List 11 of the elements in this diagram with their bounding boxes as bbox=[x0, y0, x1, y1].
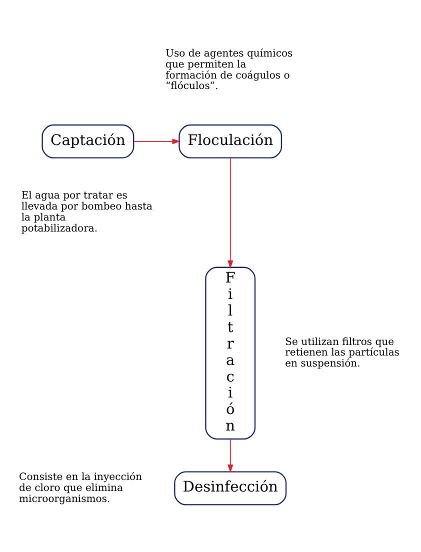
node-label: El agua por tratar es llevada por bombeo hasta la planta potabilizadora. bbox=[21, 190, 153, 234]
node-box: Filtración bbox=[205, 266, 256, 440]
node-box: Captación bbox=[42, 124, 134, 158]
node-box: Floculación bbox=[178, 124, 282, 158]
arrow bbox=[227, 157, 234, 268]
node-label: Consiste en la inyección de cloro que elimina microorganismos. bbox=[19, 471, 142, 504]
arrow bbox=[227, 438, 234, 472]
node-label: Se utilizan filtros que retienen las partículas en suspensión. bbox=[285, 336, 400, 370]
node-label: Uso de agentes químicos que permiten la formación de coágulos o “flóculos”. bbox=[166, 48, 293, 92]
node-box: Desinfección bbox=[174, 470, 287, 505]
arrow bbox=[133, 138, 180, 144]
